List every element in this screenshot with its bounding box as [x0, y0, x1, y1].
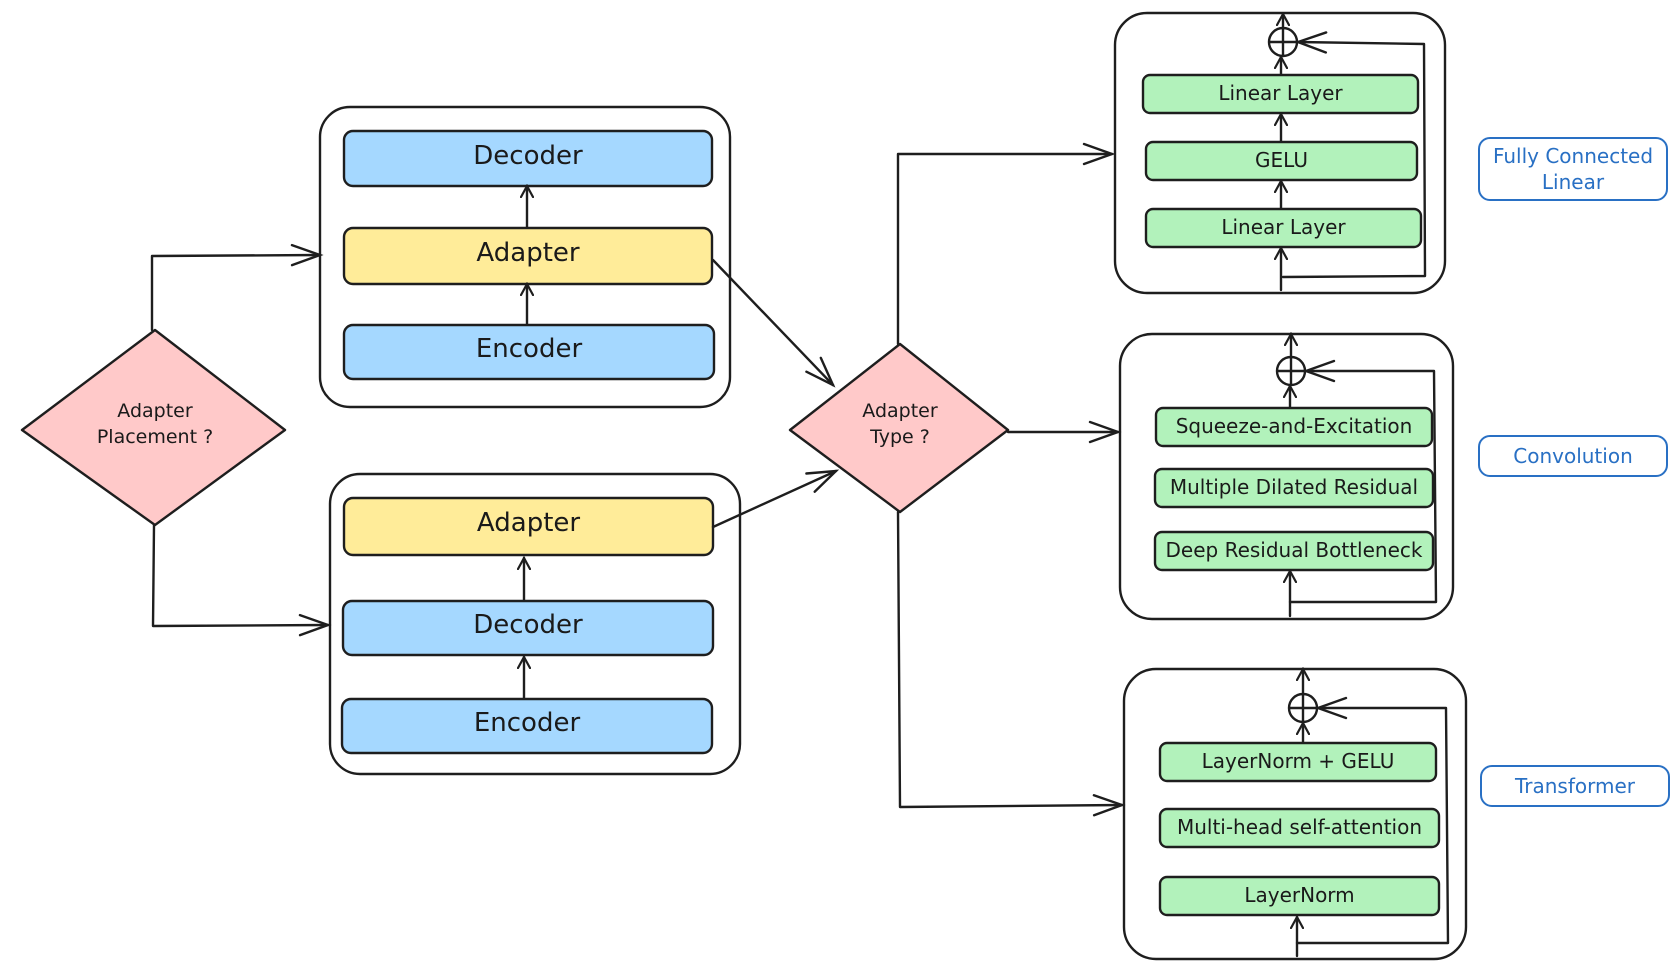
conv-sum-node — [1275, 355, 1307, 387]
fc-linear-top-label: Linear Layer — [1218, 81, 1343, 105]
conv-mdr — [1153, 467, 1435, 509]
top-decoder-label: Decoder — [473, 141, 583, 171]
tf-layernorm-label: LayerNorm — [1244, 883, 1355, 907]
type-question-line2: Type ? — [870, 426, 930, 448]
fc-linear-bottom-label: Linear Layer — [1221, 215, 1346, 239]
transformer-side-label: Transformer — [1480, 765, 1670, 807]
tf-sum-node — [1287, 692, 1319, 724]
type-question-line1: Adapter — [862, 400, 938, 422]
placement-question: Adapter Placement ? — [70, 398, 240, 450]
tf-layernorm-gelu-label: LayerNorm + GELU — [1201, 749, 1395, 773]
top-encoder-label: Encoder — [475, 334, 583, 364]
arrow-type-to-transformer — [896, 510, 1126, 817]
tf-layernorm-gelu — [1158, 741, 1438, 783]
arrow-to-bottom-stack — [151, 523, 332, 637]
conv-mdr-label: Multiple Dilated Residual — [1169, 475, 1419, 499]
arrow-top-adapter-to-type — [711, 258, 836, 388]
tf-residual — [1295, 696, 1450, 945]
arrow-bottom-adapter-to-type — [711, 469, 840, 529]
arrow-type-to-fc — [896, 142, 1116, 346]
arrow-to-top-stack — [150, 243, 324, 332]
bottom-decoder-label: Decoder — [473, 610, 583, 640]
tf-mhsa — [1158, 807, 1441, 849]
bottom-encoder-box — [340, 697, 714, 755]
top-adapter-label: Adapter — [476, 238, 580, 268]
conv-se — [1154, 406, 1434, 448]
placement-question-line2: Placement ? — [96, 426, 214, 448]
conv-residual — [1288, 359, 1438, 604]
bottom-encoder-label: Encoder — [473, 708, 581, 738]
fc-gelu-label: GELU — [1255, 148, 1308, 172]
fc-residual — [1281, 31, 1427, 279]
fc-side-label-line1: Fully Connected — [1492, 144, 1654, 168]
top-encoder-box — [342, 323, 716, 381]
type-diamond — [788, 342, 1010, 514]
conv-drb-label: Deep Residual Bottleneck — [1165, 538, 1423, 562]
fc-sum-node — [1267, 26, 1299, 58]
placement-question-line1: Adapter — [117, 400, 193, 422]
tf-mhsa-label: Multi-head self-attention — [1176, 815, 1423, 839]
conv-se-label: Squeeze-and-Excitation — [1175, 414, 1413, 438]
conv-side-label: Convolution — [1478, 435, 1668, 477]
fc-side-label: Fully Connected Linear — [1478, 137, 1668, 201]
bottom-adapter-label: Adapter — [476, 508, 581, 538]
type-question: Adapter Type ? — [820, 398, 980, 450]
fc-side-label-line2: Linear — [1541, 170, 1605, 194]
